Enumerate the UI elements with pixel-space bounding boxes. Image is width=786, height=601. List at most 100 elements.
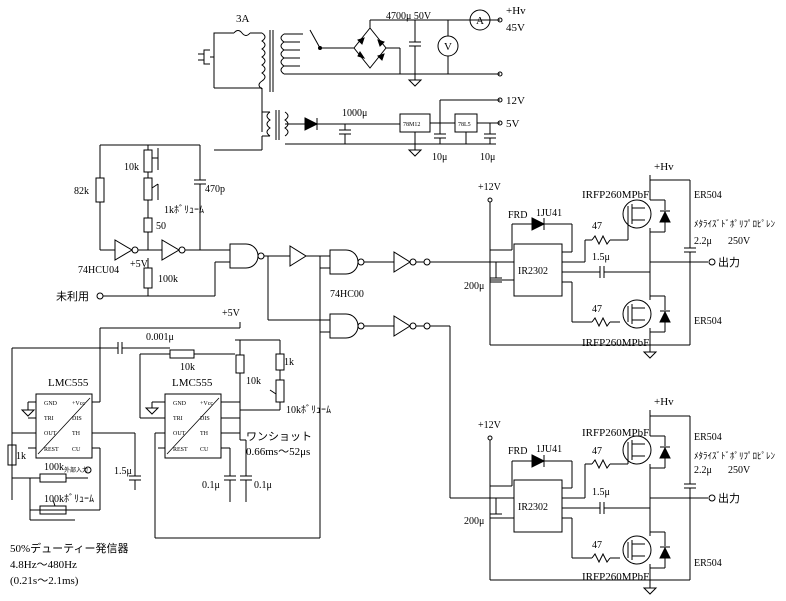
r100k-timer-label: 100k: [44, 462, 64, 473]
db-out-label: 出力: [718, 491, 740, 505]
buffer-icon: [289, 245, 307, 267]
pot100k-label: 100kﾎﾞﾘｭｰﾑ: [44, 493, 94, 505]
db-er-top-label: ER504: [694, 432, 722, 443]
dt-er-top-label: ER504: [694, 190, 722, 201]
resistor-1k-timer: [275, 353, 285, 371]
db-er-bot-label: ER504: [694, 558, 722, 569]
driver-top: +12V FRD 1JU41 IR2302 47 1.5μ 47: [464, 161, 776, 359]
cap-10a-label: 10μ: [432, 152, 447, 163]
db-fet-bot-label: IRFP260MPbF: [582, 571, 649, 583]
db-ir2302-chip: [513, 479, 563, 533]
ac-plug-icon: [198, 49, 210, 65]
dt-cap22-label: 2.2μ: [694, 236, 712, 247]
dt-frd-label: FRD: [508, 210, 527, 221]
r50-label: 50: [156, 221, 166, 232]
db-cap22-label: 2.2μ: [694, 465, 712, 476]
db-hv-label: +Hv: [654, 396, 674, 408]
chip2-label: LMC555: [172, 377, 213, 389]
dt-mosfet-bottom-icon: [622, 299, 652, 329]
dt-er504-top-icon: [659, 210, 671, 223]
hv-terminal: [497, 17, 503, 23]
resistor-82k: [95, 177, 105, 203]
inverter-icon-2: [161, 239, 180, 261]
pot10k-label: 10kﾎﾞﾘｭｰﾑ: [286, 404, 331, 416]
note-freq-label: 4.8Hz～480Hz: [10, 559, 77, 571]
timer-section: +5V 0.001μ 10k 10k 1k 10kﾎﾞﾘｭｰﾑ LMC555 G…: [7, 308, 331, 587]
nand-gate-icon: [229, 243, 259, 269]
driver-bottom: +12V FRD 1JU41 IR2302 47 1.5μ 47: [464, 396, 776, 595]
reg1-label: 78M12: [403, 122, 420, 128]
resistor-100k-timer: [39, 473, 67, 483]
external-input-terminal: [84, 466, 92, 474]
db-output-terminal: [708, 494, 716, 502]
unused-label: 未利用: [56, 290, 89, 303]
r100k-label: 100k: [158, 274, 178, 285]
pin-cu-2: CU: [200, 447, 209, 453]
resistor-50: [143, 217, 153, 233]
dt-film-label: ﾒﾀﾗｲｽﾞﾄﾞﾎﾟﾘﾌﾟﾛﾋﾟﾚﾝ: [694, 219, 776, 229]
resistor-1k-left: [7, 444, 17, 466]
reg2-label: 78L5: [458, 122, 471, 128]
pin-th-1: TH: [72, 431, 81, 437]
pin-vcc-1: +Vcc: [72, 401, 85, 407]
resistor-100k: [143, 267, 153, 289]
pot1k-label: 1kﾎﾞﾘｭｰﾑ: [164, 204, 204, 216]
db-mosfet-top-icon: [622, 435, 652, 465]
nand-gate-top-icon: [329, 249, 359, 275]
db-film-label: ﾒﾀﾗｲｽﾞﾄﾞﾎﾟﾘﾌﾟﾛﾋﾟﾚﾝ: [694, 451, 776, 461]
ext-in-label: 外部入力: [64, 466, 88, 474]
db-r47a-icon: [591, 458, 611, 470]
aux-transformer-icon: [214, 88, 289, 151]
note-period-label: (0.21s～2.1ms): [10, 575, 79, 587]
dt-cap200-label: 200μ: [464, 281, 484, 292]
pot-10k-timer: [275, 379, 285, 403]
dt-chip-label: IR2302: [518, 266, 548, 277]
db-capv-label: 250V: [728, 465, 751, 476]
db-diode-label: 1JU41: [536, 444, 562, 455]
pin-cu-1: CU: [72, 447, 81, 453]
r10k-label: 10k: [124, 162, 139, 173]
db-er504-top-icon: [659, 446, 671, 459]
inverter-top-icon: [393, 251, 411, 273]
hv-voltage-label: 45V: [506, 22, 525, 34]
pin-dis-1: DIS: [72, 416, 82, 422]
oscillator-section: 82k 10k 1kﾎﾞﾘｭｰﾑ 50 470p 74HCU04 +5V: [56, 144, 330, 321]
dt-r47a-label: 47: [592, 221, 602, 232]
cap-10b-label: 10μ: [480, 152, 495, 163]
db-mosfet-bottom-icon: [622, 535, 652, 565]
db-er504-bottom-icon: [659, 546, 671, 559]
cap15-timer-label: 1.5μ: [114, 466, 132, 477]
ammeter-icon: [469, 9, 491, 31]
dt-output-terminal: [708, 258, 716, 266]
main-transformer-icon: [258, 29, 322, 92]
db-chip-label: IR2302: [518, 502, 548, 513]
main-cap-label: 4700μ 50V: [386, 11, 432, 22]
oneshot-range-label: 0.66ms～52μs: [246, 446, 310, 458]
db-frd-label: FRD: [508, 446, 527, 457]
power-supply: 3A: [198, 5, 526, 163]
pin-rest-1: REST: [44, 447, 59, 453]
dt-hv-label: +Hv: [654, 161, 674, 173]
dt-mosfet-top-icon: [622, 199, 652, 229]
unused-terminal: [96, 292, 104, 300]
dt-er504-bottom-icon: [659, 310, 671, 323]
ammeter-label: A: [476, 15, 484, 27]
dt-ir2302-chip: [513, 243, 563, 297]
fuse-label: 3A: [236, 13, 250, 25]
inverter-bottom-icon: [393, 315, 411, 337]
nand-gate-bottom-icon: [329, 313, 359, 339]
dt-capv-label: 250V: [728, 236, 751, 247]
db-r47b-label: 47: [592, 540, 602, 551]
dt-fet-bot-label: IRFP260MPbF: [582, 337, 649, 349]
cap-1000-label: 1000μ: [342, 108, 367, 119]
resistor-10k-b: [235, 354, 245, 374]
osc-vcc-label: +5V: [130, 259, 149, 270]
pin-tri-1: TRI: [44, 416, 54, 422]
r82k-label: 82k: [74, 186, 89, 197]
pin-vcc-2: +Vcc: [200, 401, 213, 407]
dt-r47a-icon: [591, 234, 611, 246]
logic-74hc00: 74HC00: [319, 249, 480, 538]
fuse-icon: [233, 30, 251, 36]
pin-rest-2: REST: [173, 447, 188, 453]
dt-cap15-label: 1.5μ: [592, 252, 610, 263]
